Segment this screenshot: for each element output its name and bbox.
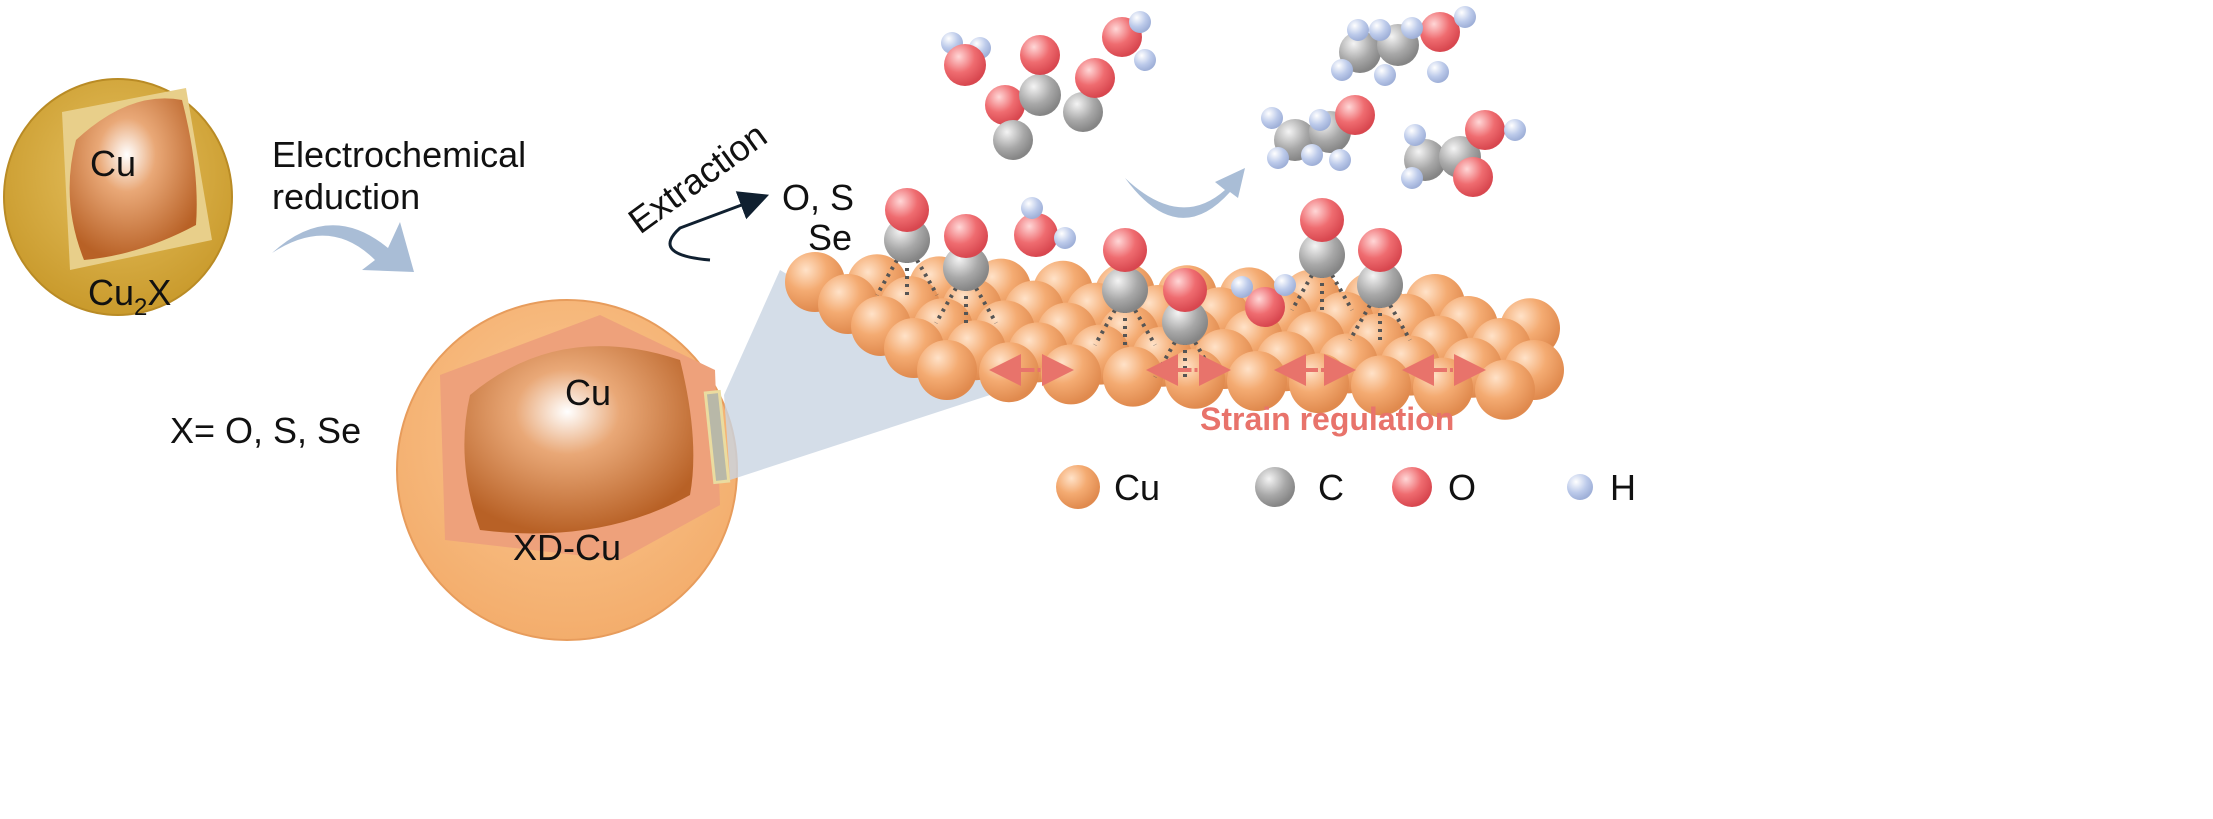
oxygen-atom: [1420, 12, 1460, 52]
oxygen-atom: [1020, 35, 1060, 75]
hydrogen-atom: [1369, 19, 1391, 41]
gas-molecules: [941, 6, 1526, 197]
extracted-elements-line1: O, S: [782, 177, 854, 218]
process-label-line1: Electrochemical: [272, 134, 526, 175]
hydrogen-atom: [1134, 49, 1156, 71]
oxygen-atom: [1465, 110, 1505, 150]
oxygen-atom: [1014, 213, 1058, 257]
adsorption-bond: [915, 259, 939, 296]
hydrogen-atom: [1427, 61, 1449, 83]
adsorption-bond: [934, 287, 958, 324]
precursor-core-label: Cu: [90, 143, 136, 184]
oxygen-atom: [944, 214, 988, 258]
product-shell-label: XD-Cu: [513, 527, 621, 568]
adsorption-bond: [875, 259, 899, 296]
hydrogen-atom: [1347, 19, 1369, 41]
hydrogen-atom: [1401, 17, 1423, 39]
oxygen-atom: [1358, 228, 1402, 272]
hydrogen-atom: [1054, 227, 1076, 249]
hydrogen-atom: [1021, 197, 1043, 219]
legend-c-label: C: [1318, 467, 1344, 508]
cu-atom: [1351, 355, 1411, 416]
hydrogen-atom: [1504, 119, 1526, 141]
product-core-label: Cu: [565, 372, 611, 413]
oxygen-atom: [985, 85, 1025, 125]
hydrogen-atom: [1454, 6, 1476, 28]
adsorption-bond: [1388, 304, 1412, 341]
conversion-arrow-icon: [1125, 168, 1245, 218]
oxygen-atom: [1075, 58, 1115, 98]
oxygen-atom: [1163, 268, 1207, 312]
hydrogen-atom: [1309, 109, 1331, 131]
hydrogen-atom: [1301, 144, 1323, 166]
carbon-atom: [993, 120, 1033, 160]
hydrogen-atom: [1129, 11, 1151, 33]
oxygen-atom: [1103, 228, 1147, 272]
cu-atom: [979, 342, 1039, 403]
oxygen-atom: [944, 44, 986, 86]
extracted-elements-line2: Se: [808, 217, 852, 258]
adsorption-bond: [1133, 309, 1157, 346]
legend-o-icon: [1392, 467, 1432, 507]
legend-cu-label: Cu: [1114, 467, 1160, 508]
hydrogen-atom: [1374, 64, 1396, 86]
legend-h-icon: [1567, 474, 1593, 500]
zoom-wedge: [724, 270, 1000, 480]
carbon-atom: [943, 245, 989, 291]
precursor-shell-label: Cu2X: [88, 272, 171, 321]
carbon-atom: [1102, 267, 1148, 313]
hydrogen-atom: [1231, 276, 1253, 298]
oxygen-atom: [885, 188, 929, 232]
hydrogen-atom: [1331, 59, 1353, 81]
adsorption-bond: [1093, 309, 1117, 346]
process-arrow-icon: [272, 222, 414, 272]
legend-o-label: O: [1448, 467, 1476, 508]
extraction-arrow-icon: [668, 191, 770, 262]
cu-atom: [1103, 346, 1163, 407]
oxygen-atom: [1453, 157, 1493, 197]
carbon-atom: [1299, 232, 1345, 278]
strain-regulation-label: Strain regulation: [1200, 401, 1454, 437]
hydrogen-atom: [1404, 124, 1426, 146]
legend-h-label: H: [1610, 467, 1636, 508]
oxygen-atom: [1300, 198, 1344, 242]
carbon-atom: [1162, 299, 1208, 345]
adsorption-bond: [974, 287, 998, 324]
cu-atom: [1041, 344, 1101, 405]
legend-c-icon: [1255, 467, 1295, 507]
carbon-atom: [1357, 262, 1403, 308]
oxygen-atom: [1245, 287, 1285, 327]
hydrogen-atom: [1329, 149, 1351, 171]
hydrogen-atom: [1401, 167, 1423, 189]
adsorption-bond: [1290, 274, 1314, 311]
oxygen-atom: [1335, 95, 1375, 135]
hydrogen-atom: [1261, 107, 1283, 129]
cu-atom: [917, 340, 977, 400]
hydrogen-atom: [1267, 147, 1289, 169]
adsorption-bond: [1330, 274, 1354, 311]
x-definition: X= O, S, Se: [170, 410, 361, 451]
cu2x-particle: Cu Cu2X: [3, 78, 233, 321]
adsorption-bond: [1348, 304, 1372, 341]
legend: Cu C O H: [1056, 465, 1636, 509]
cu-atom: [1475, 359, 1535, 420]
process-label-line2: reduction: [272, 176, 420, 217]
hydrogen-atom: [1274, 274, 1296, 296]
xd-cu-particle: Cu XD-Cu: [396, 299, 738, 641]
surface-adsorbates: [875, 188, 1412, 378]
carbon-atom: [1063, 92, 1103, 132]
cu-atom: [1227, 351, 1287, 411]
carbon-atom: [1019, 74, 1061, 116]
legend-cu-icon: [1056, 465, 1100, 509]
cu-atom: [1165, 348, 1225, 409]
